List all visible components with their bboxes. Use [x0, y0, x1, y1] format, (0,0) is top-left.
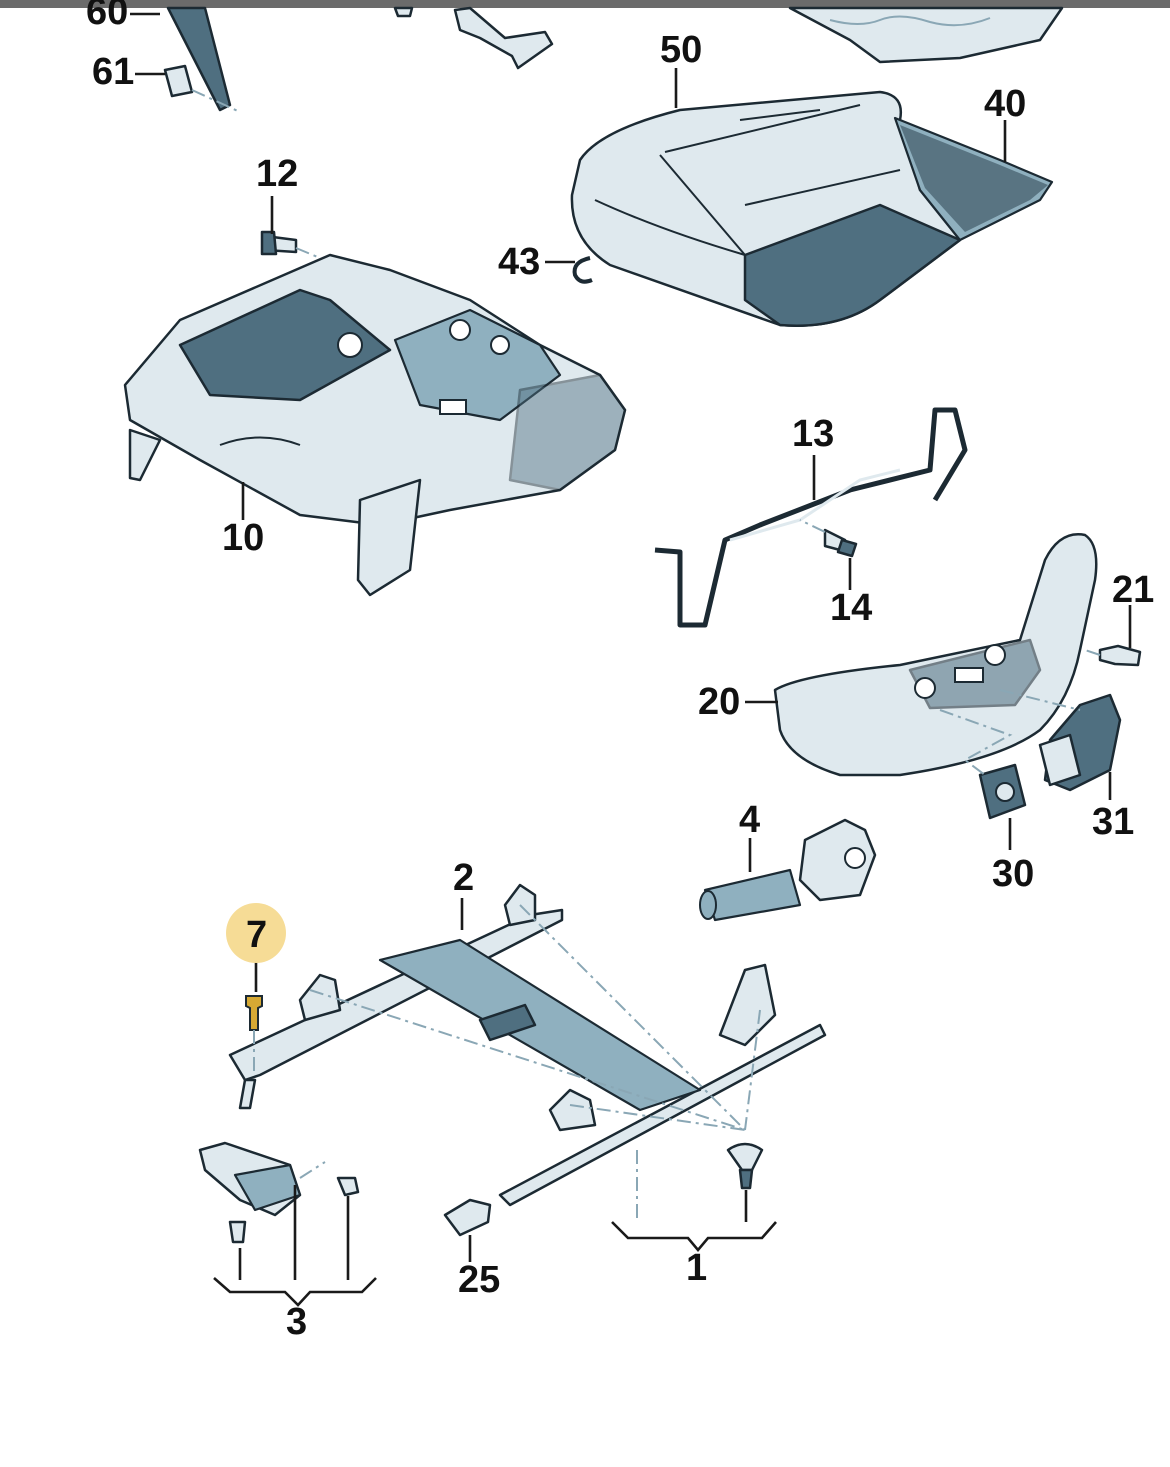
callout-12[interactable]: 12	[256, 153, 298, 195]
upper-seat-cover	[788, 6, 1064, 64]
group-bracket-1	[611, 1150, 777, 1253]
callout-7-highlight	[226, 903, 286, 963]
callout-43[interactable]: 43	[498, 241, 540, 283]
part-10-seat-frame	[123, 253, 627, 597]
callout-50[interactable]: 50	[660, 29, 702, 71]
top-status-bar	[0, 0, 1170, 8]
callout-31[interactable]: 31	[1092, 801, 1134, 843]
part-20-side-trim	[745, 533, 1098, 777]
part-61-screw	[135, 64, 241, 113]
part-3-adjuster	[198, 1141, 360, 1280]
group-bracket-3	[213, 1277, 377, 1307]
callout-3[interactable]: 3	[286, 1301, 307, 1343]
part-12-bolt	[260, 196, 321, 259]
callout-20[interactable]: 20	[698, 681, 740, 723]
callout-1[interactable]: 1	[686, 1247, 707, 1289]
callout-13[interactable]: 13	[792, 413, 834, 455]
part-4-motor	[699, 818, 877, 922]
callout-60[interactable]: 60	[86, 0, 128, 33]
callout-2[interactable]: 2	[453, 857, 474, 899]
upper-bracket	[393, 6, 554, 70]
part-21-clip	[1084, 605, 1142, 667]
part-2-seat-rails	[228, 883, 827, 1207]
part-43-clip	[545, 256, 593, 284]
callout-61[interactable]: 61	[92, 51, 134, 93]
part-60-rod	[130, 6, 232, 112]
part-14-screw	[799, 519, 858, 590]
callout-7[interactable]: 7	[246, 914, 267, 956]
callout-30[interactable]: 30	[992, 853, 1034, 895]
part-30-seat-switch	[939, 709, 1027, 850]
part-50-seat-cushion	[570, 68, 962, 327]
callout-4[interactable]: 4	[739, 799, 760, 841]
part-40-cushion-pad	[893, 116, 1054, 242]
callout-10[interactable]: 10	[222, 517, 264, 559]
callout-21[interactable]: 21	[1112, 569, 1154, 611]
part-31-seat-switch	[999, 689, 1122, 800]
callout-25[interactable]: 25	[458, 1259, 500, 1301]
part-25-block	[443, 1198, 492, 1262]
callout-14[interactable]: 14	[830, 587, 872, 629]
push-clip	[726, 1142, 764, 1222]
callout-40[interactable]: 40	[984, 83, 1026, 125]
part-13-wire-bracket	[654, 407, 968, 628]
